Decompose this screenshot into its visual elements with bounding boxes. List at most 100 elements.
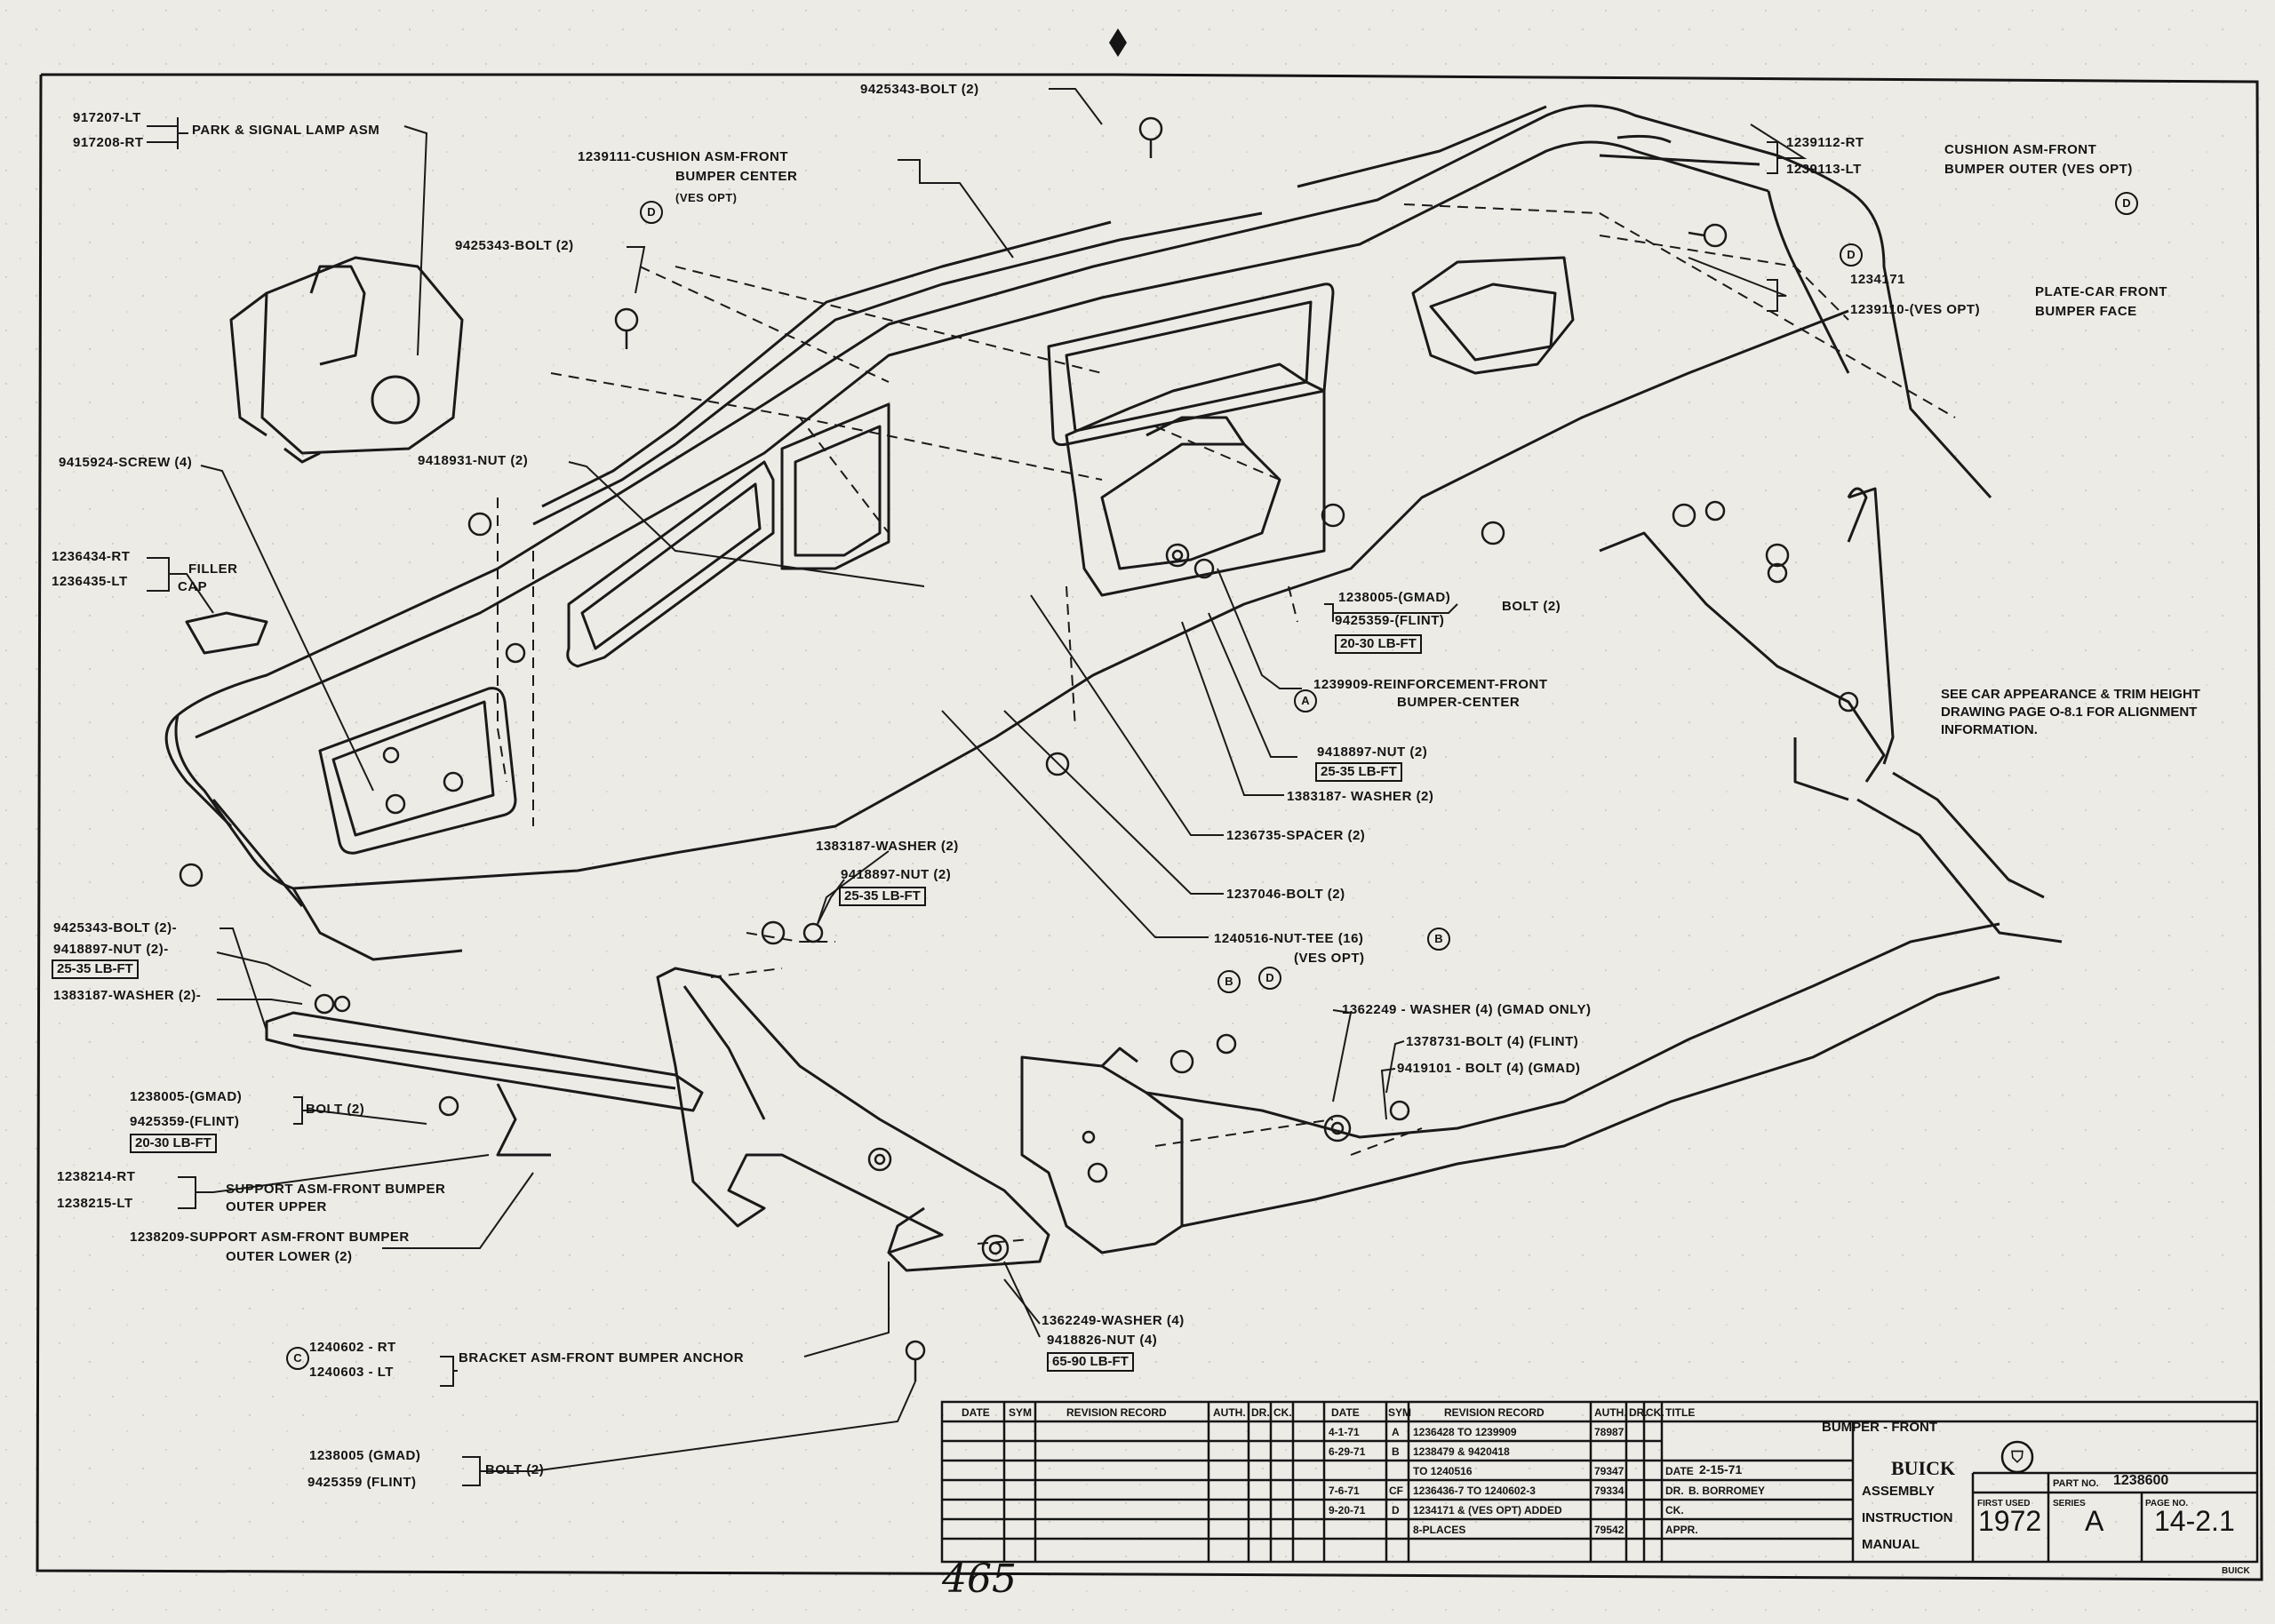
support-lower-line2: OUTER LOWER (2) [226,1249,353,1264]
tb-right-auth-header: AUTH. [1594,1406,1627,1419]
nut-center-torque: 25-35 LB-FT [1315,762,1402,782]
rev-5-auth: 79542 [1594,1524,1624,1536]
rev-5-record: 8-PLACES [1413,1524,1466,1536]
park-lamp-desc: PARK & SIGNAL LAMP ASM [192,123,380,138]
nut-tee-circle-d: D [1258,967,1281,990]
washer-lower-label: 1362249-WASHER (4) [1042,1313,1185,1328]
tb-ck-label: CK. [1665,1504,1684,1517]
rev-1-date: 6-29-71 [1329,1445,1366,1458]
nut-tee-line1: 1240516-NUT-TEE (16) [1214,931,1364,946]
cushion-outer-circle: D [2115,192,2138,215]
sheet-border [36,73,2263,1581]
cushion-outer-rt: 1239112-RT [1786,135,1864,150]
alignment-note-line3: INFORMATION. [1941,722,2038,737]
bracket-rt: 1240602 - RT [309,1340,396,1355]
tb-partno: 1238600 [2113,1473,2169,1488]
rev-3-auth: 79334 [1594,1485,1624,1497]
cushion-outer-lt: 1239113-LT [1786,162,1862,177]
top-center-mark [1109,28,1127,57]
rev-0-record: 1236428 TO 1239909 [1413,1426,1517,1438]
bolt-top-label: 9425343-BOLT (2) [860,82,979,97]
tb-manual-2: INSTRUCTION [1862,1510,1953,1525]
left-torque: 25-35 LB-FT [52,959,139,979]
footer-tag: BUICK [2222,1566,2250,1576]
tb-first-used-label: FIRST USED [1977,1499,2031,1509]
bolt-center-b: 9425359-(FLINT) [1335,613,1445,628]
bolt-left-lower-torque: 20-30 LB-FT [130,1134,217,1153]
plate-b: 1239110-(VES OPT) [1850,302,1981,317]
nut-tee-line2: (VES OPT) [1294,951,1365,966]
rev-3-sym: CF [1389,1485,1403,1497]
rev-4-sym: D [1392,1504,1400,1517]
bracket-desc: BRACKET ASM-FRONT BUMPER ANCHOR [459,1350,745,1365]
alignment-note-line1: SEE CAR APPEARANCE & TRIM HEIGHT [1941,687,2200,702]
support-upper-line1: SUPPORT ASM-FRONT BUMPER [226,1182,446,1197]
support-upper-line2: OUTER UPPER [226,1199,327,1214]
tb-manual-1: ASSEMBLY [1862,1484,1935,1499]
bolt-left-lower-suffix: BOLT (2) [306,1102,365,1117]
handwritten-page-number: 465 [942,1556,1017,1602]
tb-partno-label: PART NO. [2053,1478,2099,1489]
tb-first-used: 1972 [1978,1505,2042,1537]
left-bolt-label: 9425343-BOLT (2)- [53,920,178,935]
cushion-outer-line2: BUMPER OUTER (VES OPT) [1944,162,2133,177]
left-nut-label: 9418897-NUT (2)- [53,942,169,957]
cushion-center-circle: D [640,201,663,224]
filler-cap-line1: FILLER [188,561,238,577]
bolt-left-upper-label: 9425343-BOLT (2) [455,238,574,253]
alignment-note-line2: DRAWING PAGE O-8.1 FOR ALIGNMENT [1941,705,2198,720]
rev-3-date: 7-6-71 [1329,1485,1360,1497]
rev-1-sym: B [1392,1445,1400,1458]
tb-brand: BUICK [1891,1457,1956,1479]
filler-cap-line2: CAP [178,579,208,594]
tb-page-no: 14-2.1 [2154,1505,2235,1537]
bolt-bottom-b: 9425359 (FLINT) [307,1475,417,1490]
bolt-center-torque: 20-30 LB-FT [1335,634,1422,654]
bumper-assembly [164,104,2063,1381]
rev-0-sym: A [1392,1426,1400,1438]
screw-label: 9415924-SCREW (4) [59,455,193,470]
bolt-bottom-a: 1238005 (GMAD) [309,1448,421,1463]
left-washer-label: 1383187-WASHER (2)- [53,988,202,1003]
cushion-center-line2: BUMPER CENTER [675,169,798,184]
nut-upper-label: 9418931-NUT (2) [418,453,529,468]
rev-0-date: 4-1-71 [1329,1426,1360,1438]
rev-2-record: TO 1240516 [1413,1465,1473,1477]
tb-date-value: 2-15-71 [1699,1462,1743,1477]
nut-mid-label: 9418897-NUT (2) [841,867,952,882]
tb-right-record-header: REVISION RECORD [1444,1406,1545,1419]
tb-left-ck-header: CK. [1273,1406,1292,1419]
plate-circle: D [1840,243,1863,267]
bolt-center-a: 1238005-(GMAD) [1338,590,1451,605]
tb-left-date-header: DATE [962,1406,990,1419]
bolt-left-lower-a: 1238005-(GMAD) [130,1089,243,1104]
washer-gmad-label: 1362249 - WASHER (4) (GMAD ONLY) [1342,1002,1592,1017]
tb-appr-label: APPR. [1665,1524,1698,1536]
tb-left-record-header: REVISION RECORD [1066,1406,1167,1419]
tb-right-sym-header: SYM [1388,1406,1412,1419]
tb-title: BUMPER - FRONT [1822,1420,1937,1435]
tb-date-label: DATE [1665,1465,1694,1477]
tb-dr-label: DR. [1665,1485,1684,1497]
washer-mid-label: 1383187-WASHER (2) [816,839,959,854]
nut-tee-circle-b1: B [1427,927,1450,951]
support-upper-lt: 1238215-LT [57,1196,133,1211]
cushion-center-line1: 1239111-CUSHION ASM-FRONT [578,149,789,164]
nut-center-label: 9418897-NUT (2) [1317,744,1428,760]
leader-lines [147,88,1808,1486]
tb-left-sym-header: SYM [1009,1406,1033,1419]
tb-left-auth-header: AUTH. [1213,1406,1246,1419]
bolt-left-lower-b: 9425359-(FLINT) [130,1114,240,1129]
nut-tee-circle-b2: B [1217,970,1241,993]
filler-cap-lt: 1236435-LT [52,574,128,589]
reinforcement-line2: BUMPER-CENTER [1397,695,1521,710]
plate-line1: PLATE-CAR FRONT [2035,284,2167,299]
tb-right-ck-header: CK. [1646,1406,1664,1419]
nut-lower-torque: 65-90 LB-FT [1047,1352,1134,1372]
cushion-center-line3: (VES OPT) [675,191,738,204]
rev-2-auth: 79347 [1594,1465,1624,1477]
nut-lower-label: 9418826-NUT (4) [1047,1333,1158,1348]
tb-dr-value: B. BORROMEY [1688,1485,1766,1497]
plate-line2: BUMPER FACE [2035,304,2137,319]
bolt-bottom-suffix: BOLT (2) [485,1462,545,1477]
